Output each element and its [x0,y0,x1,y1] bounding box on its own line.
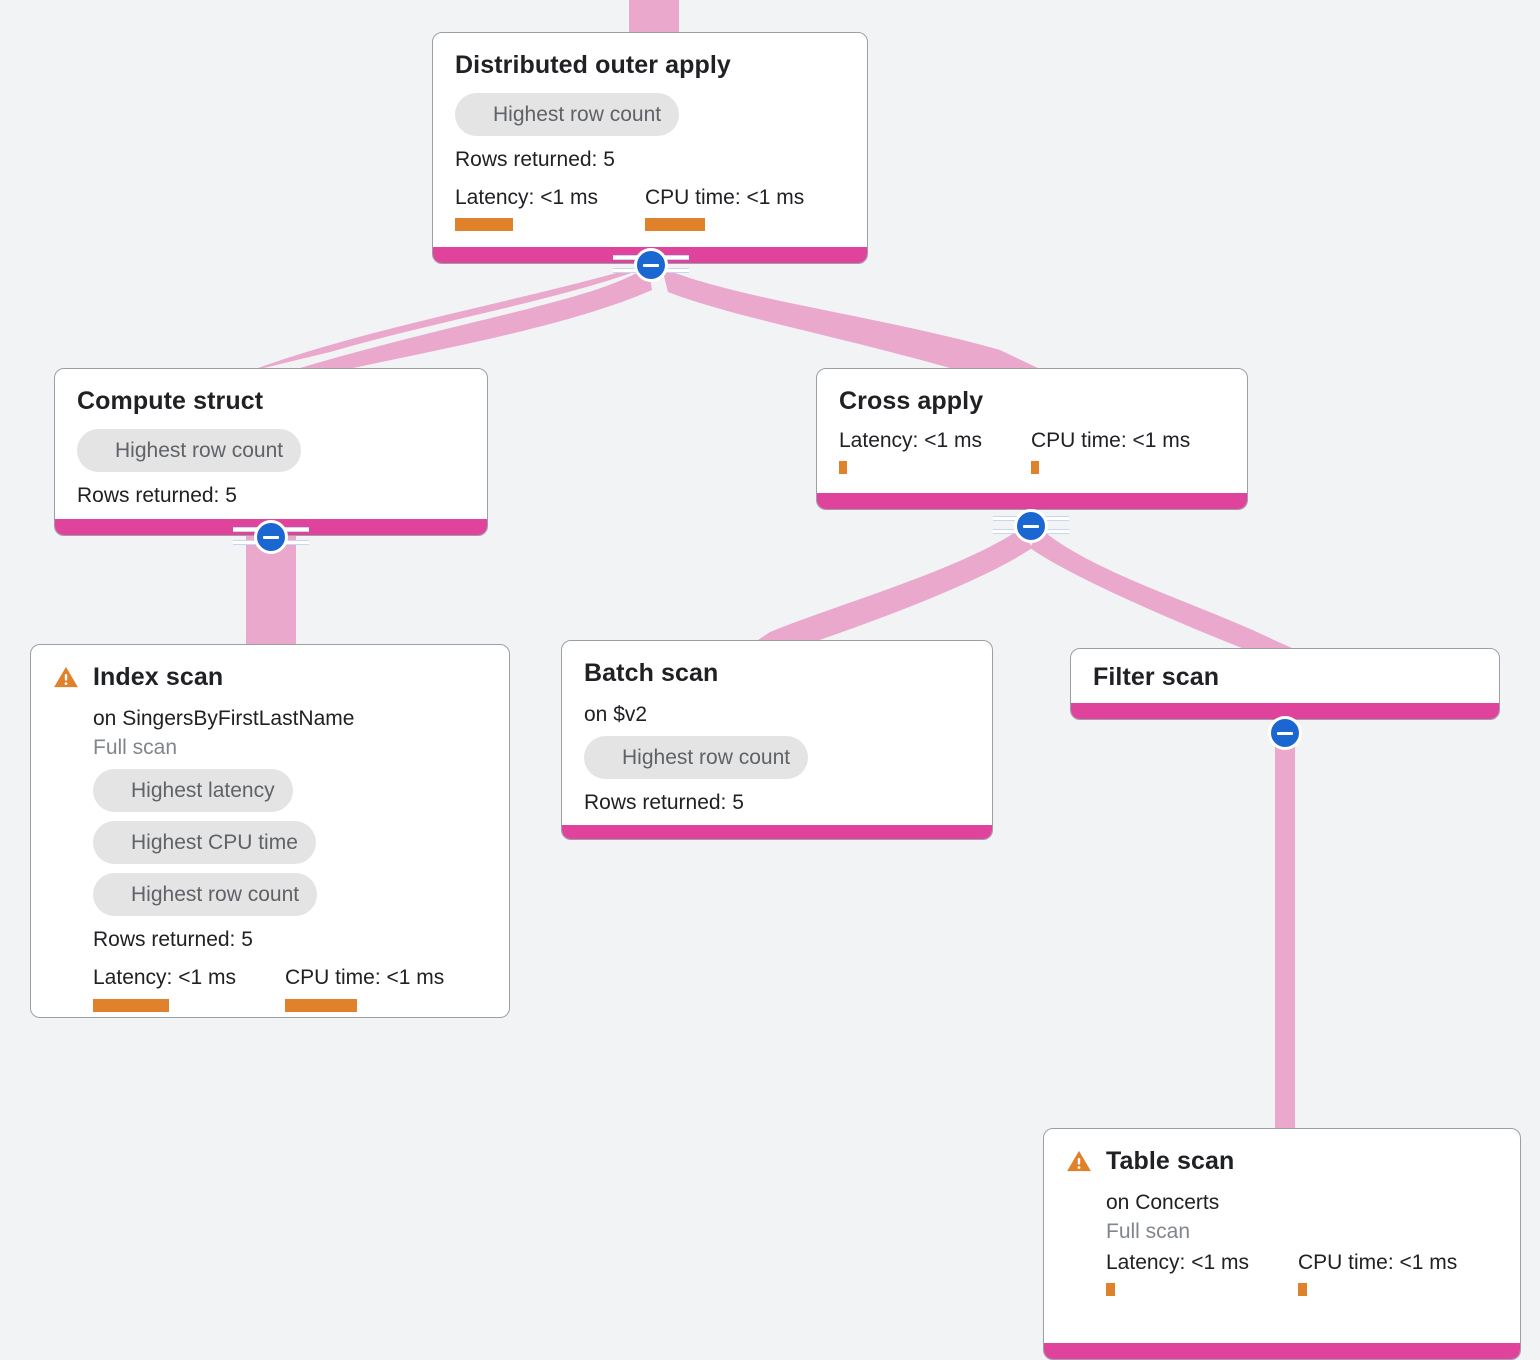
plan-node-cross-apply[interactable]: Cross apply Latency: <1 ms CPU time: <1 … [816,368,1248,510]
plan-node-table-scan[interactable]: Table scan on Concerts Full scan Latency… [1043,1128,1521,1360]
rows-returned: Rows returned: 5 [77,483,237,507]
node-body: Cross apply Latency: <1 ms CPU time: <1 … [817,369,1247,493]
node-title-row: Distributed outer apply [455,51,845,80]
metric-latency-label: Latency: <1 ms [93,966,236,990]
metric-latency: Latency: <1 ms [1106,1250,1298,1297]
collapse-button-cross-apply[interactable] [1014,509,1048,543]
edge-root-to-compute-struct-fill [247,266,652,384]
metric-latency-bar [93,998,169,1012]
node-title-row: Batch scan [584,659,970,688]
node-accent-bar [1071,703,1499,719]
node-accent-bar [1044,1343,1520,1359]
badge-highest-row-count: Highest row count [93,873,318,917]
minus-icon [643,263,659,267]
metric-cpu-label: CPU time: <1 ms [285,966,445,990]
node-title: Table scan [1106,1147,1235,1175]
node-scan-note: Full scan [93,735,178,759]
metrics-row: Latency: <1 ms CPU time: <1 ms [839,428,1225,474]
node-title: Index scan [93,663,224,691]
edge-cross-apply-to-batch-scan [752,528,1032,650]
metric-cpu-bar [1298,1283,1307,1297]
node-body: Compute struct Highest row count Rows re… [55,369,487,519]
badge-highest-row-count: Highest row count [77,428,302,472]
edge-cross-apply-to-filter-scan [1030,528,1292,656]
edge-root-to-compute-struct [247,268,645,372]
node-title: Batch scan [584,659,719,687]
node-body: Table scan on Concerts Full scan Latency… [1044,1129,1520,1343]
metric-cpu-label: CPU time: <1 ms [1298,1251,1458,1275]
metric-latency-bar [455,218,513,232]
node-title-row: Cross apply [839,387,1225,416]
plan-node-distributed-outer-apply[interactable]: Distributed outer apply Highest row coun… [432,32,868,264]
node-detail-column: on SingersByFirstLastName Full scan High… [53,696,487,1012]
minus-icon [1277,731,1293,735]
node-title-row: Filter scan [1093,663,1477,692]
node-detail-column: on Concerts Full scan Latency: <1 ms CPU… [1066,1180,1498,1297]
node-title: Compute struct [77,387,264,415]
node-subtitle: on Concerts [1106,1190,1220,1214]
node-title-row: Compute struct [77,387,465,416]
metric-cpu: CPU time: <1 ms [645,185,805,232]
node-body: Index scan on SingersByFirstLastName Ful… [31,645,509,1017]
rows-returned: Rows returned: 5 [584,790,744,814]
node-title: Cross apply [839,387,984,415]
node-scan-note: Full scan [1106,1219,1191,1243]
metric-latency-label: Latency: <1 ms [839,428,982,452]
metric-latency-label: Latency: <1 ms [455,185,598,209]
node-title: Filter scan [1093,663,1220,691]
metric-cpu-label: CPU time: <1 ms [1031,428,1191,452]
metrics-row: Latency: <1 ms CPU time: <1 ms [93,965,487,1012]
warning-icon [54,667,78,688]
node-body: Filter scan [1071,649,1499,703]
edge-filter-scan-to-table-scan [1275,732,1295,1130]
metrics-row: Latency: <1 ms CPU time: <1 ms [1106,1250,1498,1297]
metric-cpu-bar [285,998,357,1012]
node-accent-bar [817,493,1247,509]
metric-cpu-bar [1031,460,1039,474]
metric-cpu: CPU time: <1 ms [1031,428,1190,474]
metric-latency-bar [1106,1283,1115,1297]
minus-icon [1023,524,1039,528]
node-accent-bar [562,825,992,839]
warning-icon [1067,1151,1091,1172]
node-body: Distributed outer apply Highest row coun… [433,33,867,247]
metric-cpu: CPU time: <1 ms [285,965,445,1012]
badge-highest-row-count: Highest row count [455,92,680,136]
node-title-row: Table scan [1066,1147,1498,1176]
metric-cpu: CPU time: <1 ms [1298,1250,1458,1297]
badge-highest-cpu-time: Highest CPU time [93,821,316,865]
plan-node-index-scan[interactable]: Index scan on SingersByFirstLastName Ful… [30,644,510,1018]
metric-latency-bar [839,460,847,474]
node-subtitle: on SingersByFirstLastName [93,706,355,730]
plan-node-compute-struct[interactable]: Compute struct Highest row count Rows re… [54,368,488,536]
metric-cpu-label: CPU time: <1 ms [645,185,805,209]
node-title: Distributed outer apply [455,51,731,79]
metric-cpu-bar [645,218,705,232]
plan-node-batch-scan[interactable]: Batch scan on $v2 Highest row count Rows… [561,640,993,840]
rows-returned: Rows returned: 5 [455,147,615,171]
badge-highest-row-count: Highest row count [584,735,809,779]
collapse-button-compute-struct[interactable] [254,520,288,554]
metric-latency: Latency: <1 ms [455,185,645,232]
node-title-row: Index scan [53,663,487,692]
badge-highest-latency: Highest latency [93,769,293,813]
plan-node-filter-scan[interactable]: Filter scan [1070,648,1500,720]
metric-latency: Latency: <1 ms [839,428,1031,474]
node-subtitle: on $v2 [584,702,648,726]
metric-latency: Latency: <1 ms [93,965,285,1012]
collapse-button-filter-scan[interactable] [1268,716,1302,750]
rows-returned: Rows returned: 5 [93,928,253,952]
minus-icon [263,535,279,539]
edge-root-inflow [629,0,679,34]
metric-latency-label: Latency: <1 ms [1106,1251,1249,1275]
metrics-row: Latency: <1 ms CPU time: <1 ms [455,185,845,232]
node-body: Batch scan on $v2 Highest row count Rows… [562,641,992,825]
collapse-button-distributed-outer-apply[interactable] [634,248,668,282]
